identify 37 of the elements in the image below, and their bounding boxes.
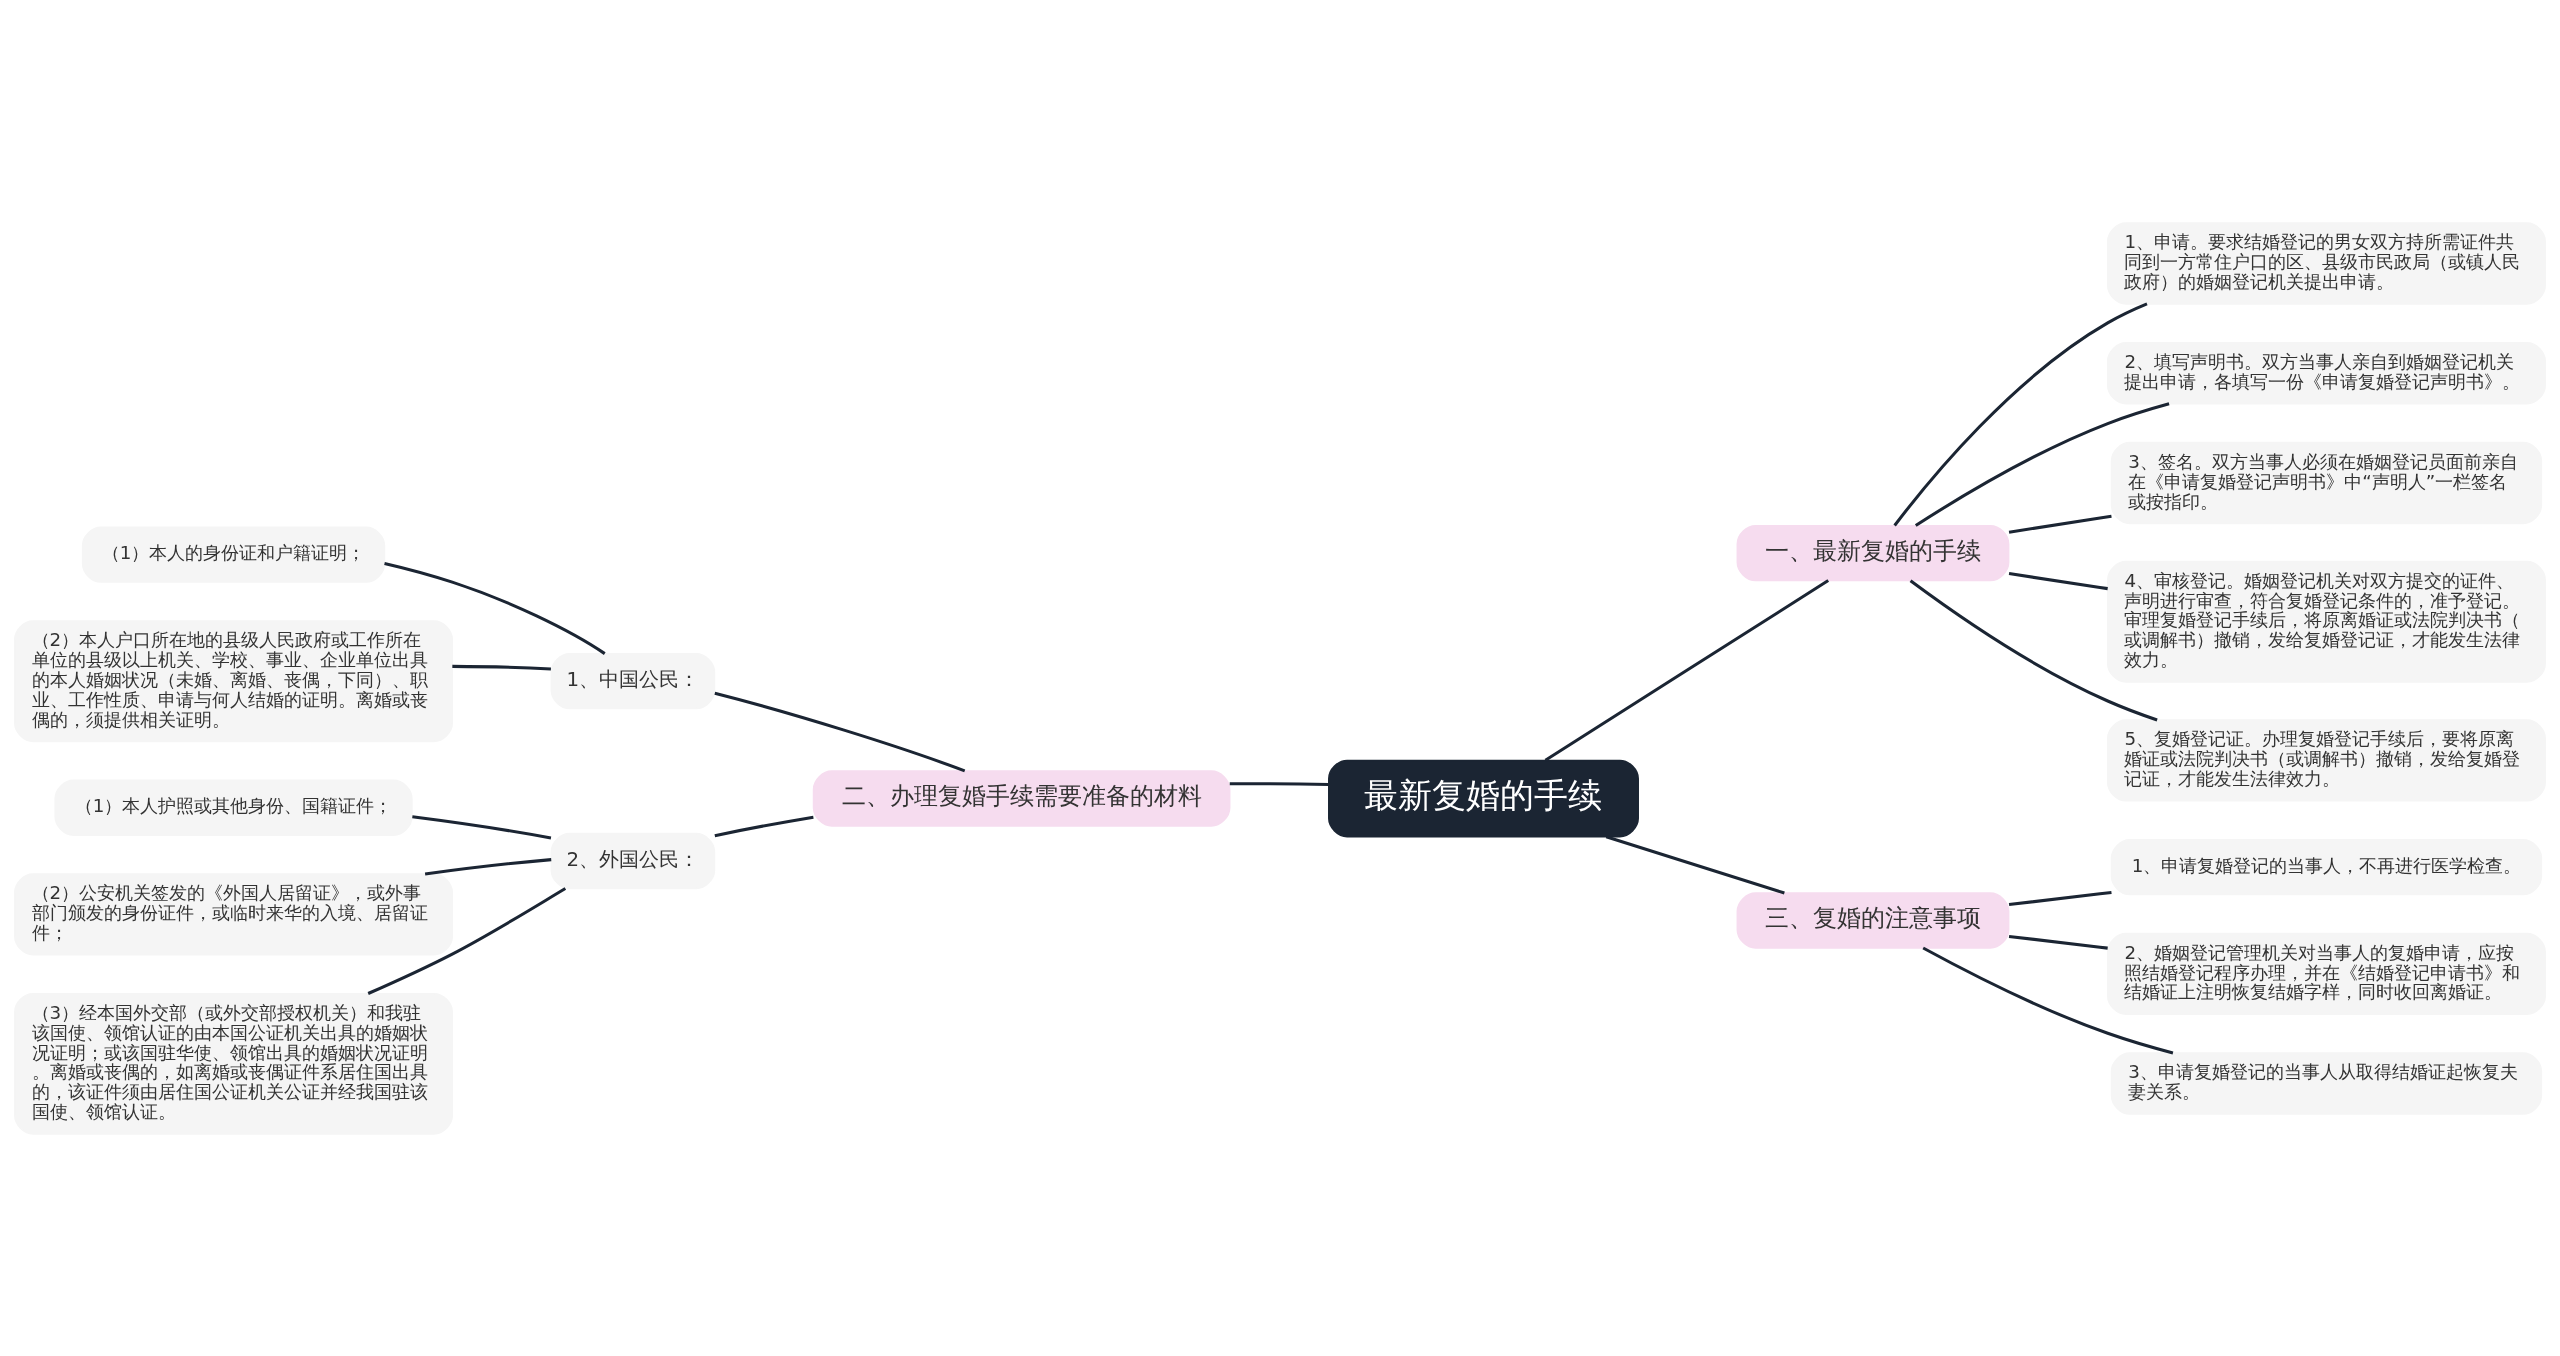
node-box: 2、填写声明书。双方当事人亲自到婚姻登记机关提出申请，各填写一份《申请复婚登记声明书》。 — [2106, 341, 2546, 404]
connector — [1914, 401, 2170, 527]
connector — [367, 886, 567, 995]
node-box: （2）本人户口所在地的县级人民政府或工作所在单位的县级以上机关、学校、事业、企业单位出具的本人婚姻状况（未婚、离婚、丧偶，下同）、职业、工作性质、申请与何人结婚的证明。离婚或丧偶的，须提供相关证明。 — [14, 619, 454, 742]
node-box: （2）公安机关签发的《外国人居留证》，或外事部门颁发的身份证件，或临时来华的入境、居留证件； — [14, 872, 454, 956]
node-box: 2、外国公民： — [550, 832, 716, 889]
connector — [2008, 890, 2112, 906]
node-box: 1、申请复婚登记的当事人，不再进行医学检查。 — [2110, 838, 2543, 895]
connector — [452, 664, 551, 670]
connector — [714, 815, 814, 837]
connector — [1909, 579, 2158, 721]
connector — [384, 561, 606, 655]
connector — [424, 857, 552, 875]
node-box: （1）本人护照或其他身份、国籍证件； — [54, 779, 413, 836]
node-box: 一、最新复婚的手续 — [1736, 524, 2010, 581]
node-box: 4、审核登记。婚姻登记机关对双方提交的证件、声明进行审查，符合复婚登记条件的，准予登记。审理复婚登记手续后，将原离婚证或法院判决书（或调解书）撤销，发给复婚登记证，才能发生法律效力。 — [2106, 560, 2546, 683]
node-box: 2、婚姻登记管理机关对当事人的复婚申请，应按照结婚登记程序办理，并在《结婚登记申请书》和结婚证上注明恢复结婚字样，同时收回离婚证。 — [2106, 932, 2546, 1015]
node-box: 1、申请。要求结婚登记的男女双方持所需证件共同到一方常住户口的区、县级市民政局（或镇人民政府）的婚姻登记机关提出申请。 — [2106, 221, 2546, 305]
node-box: （3）经本国外交部（或外交部授权机关）和我驻该国使、领馆认证的由本国公证机关出具的婚姻状况证明；或该国驻华使、领馆出具的婚姻状况证明。离婚或丧偶的，如离婚或丧偶证件系居住国出具的，该证件须由居住国公证机关公证并经我国驻该国使、领馆认证。 — [14, 992, 454, 1135]
connector — [2008, 571, 2108, 590]
node-box: 3、签名。双方当事人必须在婚姻登记员面前亲自在《申请复婚登记声明书》中“声明人”一栏签名或按指印。 — [2110, 441, 2543, 524]
node-box: 5、复婚登记证。办理复婚登记手续后，要将原离婚证或法院判决书（或调解书）撤销，发给复婚登记证，才能发生法律效力。 — [2106, 718, 2546, 802]
connector — [1922, 946, 2174, 1054]
connector — [1893, 302, 2148, 526]
node-box: 最新复婚的手续 — [1328, 759, 1639, 837]
connector — [1229, 781, 1329, 786]
connector — [2008, 514, 2112, 534]
node-box: 1、中国公民： — [550, 652, 716, 709]
node-box: （1）本人的身份证和户籍证明； — [81, 525, 386, 583]
connector — [1605, 834, 1785, 894]
connector — [2008, 934, 2108, 950]
node-box: 二、办理复婚手续需要准备的材料 — [812, 769, 1231, 827]
connector — [412, 814, 552, 839]
node-box: 三、复婚的注意事项 — [1736, 891, 2010, 949]
connector — [1544, 578, 1830, 761]
connector — [714, 691, 966, 772]
node-box: 3、申请复婚登记的当事人从取得结婚证起恢复夫妻关系。 — [2110, 1051, 2543, 1115]
